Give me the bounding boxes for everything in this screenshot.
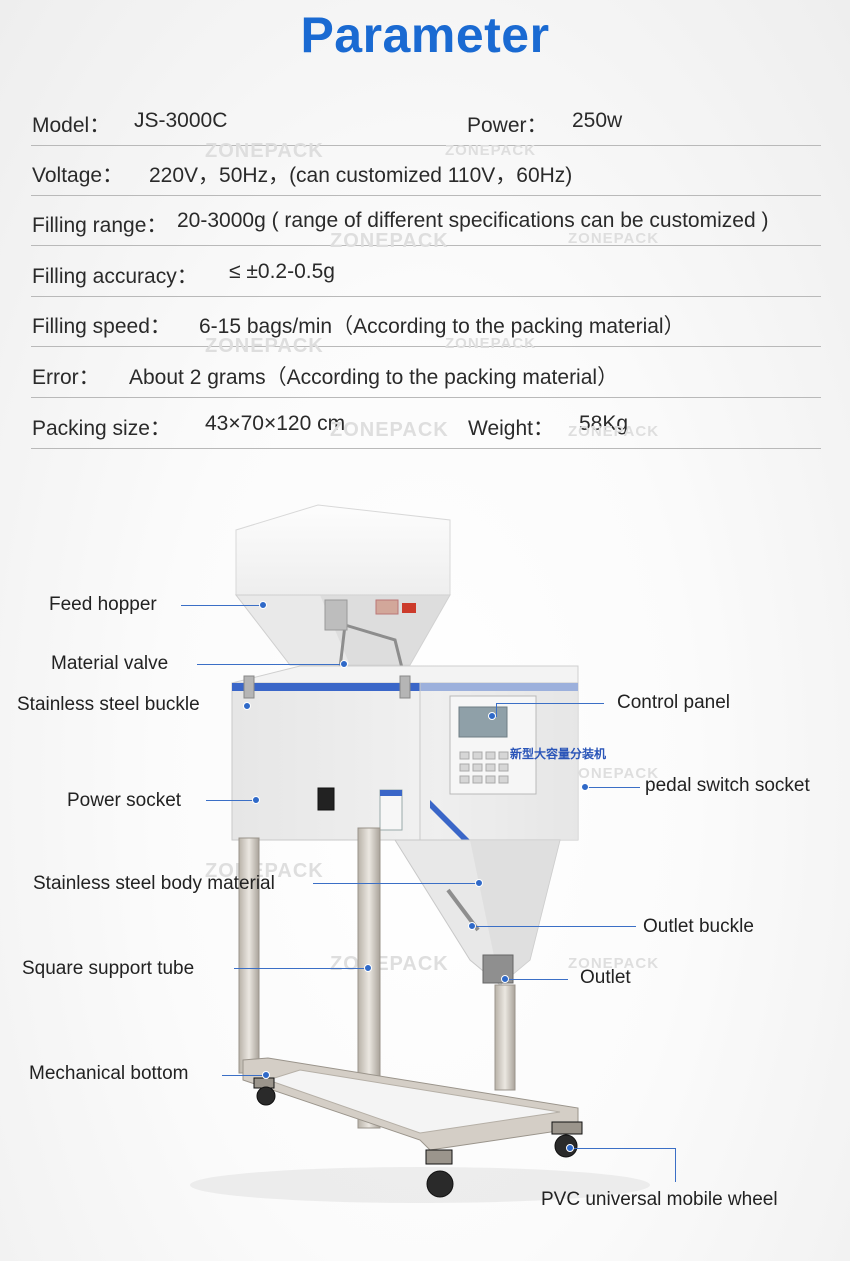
power-socket-shape — [317, 787, 335, 811]
error-label: Error： — [32, 366, 100, 389]
feed-hopper-upper — [235, 504, 451, 596]
callout-line-wheel — [573, 1148, 676, 1149]
callout-square-support-tube: Square support tube — [22, 958, 195, 979]
buckle-right — [399, 675, 411, 699]
callout-line-outlet-buckle — [476, 926, 636, 927]
param-row-error: Error： About 2 grams（According to the pa… — [31, 347, 821, 398]
callout-stainless-steel-buckle: Stainless steel buckle — [17, 694, 200, 715]
machine-panel-text: 新型大容量分装机 — [510, 746, 606, 761]
wheels — [253, 1077, 583, 1198]
param-row-voltage: Voltage： 220V，50Hz，(can customized 110V，… — [31, 145, 821, 196]
material-valve-block — [324, 599, 348, 631]
param-row-filling-speed: Filling speed： 6-15 bags/min（According t… — [31, 296, 821, 347]
base-frame-inner — [266, 1069, 561, 1134]
leg-back-right — [494, 984, 516, 1091]
callout-line-control-panel-vertical — [496, 703, 497, 717]
callout-dot-wheel — [566, 1144, 574, 1152]
outlet-funnel-shade — [470, 840, 560, 985]
callout-mechanical-bottom: Mechanical bottom — [29, 1063, 189, 1084]
callout-dot-pedal-switch — [581, 783, 589, 791]
voltage-label: Voltage： — [32, 164, 124, 187]
callout-feed-hopper: Feed hopper — [49, 594, 157, 615]
rating-plate-header — [380, 790, 402, 796]
model-label: Model： — [32, 114, 111, 137]
floor-shadow — [190, 1167, 650, 1203]
callout-outlet-buckle: Outlet buckle — [643, 916, 754, 937]
error-value: About 2 grams（According to the packing m… — [129, 366, 619, 389]
feed-hopper-shade — [320, 595, 450, 665]
callout-dot-material-valve — [340, 660, 348, 668]
callout-power-socket: Power socket — [67, 790, 182, 811]
callout-pvc-universal-mobile-wheel: PVC universal mobile wheel — [541, 1189, 778, 1210]
callout-line-wheel-vertical — [675, 1148, 676, 1182]
packing-size-value: 43×70×120 cm — [205, 412, 346, 435]
callout-stainless-steel-body-material: Stainless steel body material — [33, 873, 275, 894]
callout-line-support-tube — [234, 968, 366, 969]
filling-range-label: Filling range： — [32, 214, 168, 237]
hopper-warning-label — [375, 599, 399, 615]
callout-line-outlet — [508, 979, 568, 980]
callout-dot-body-material — [475, 879, 483, 887]
filling-accuracy-label: Filling accuracy： — [32, 265, 198, 288]
callout-control-panel: Control panel — [617, 692, 731, 713]
callout-line-body-material — [313, 883, 477, 884]
callout-dot-feed-hopper — [259, 601, 267, 609]
callout-line-material-valve — [197, 664, 341, 665]
control-panel-keys — [459, 751, 509, 784]
callout-pedal-switch-socket: pedal switch socket — [645, 775, 810, 796]
callout-dot-stainless-steel-buckle — [243, 702, 251, 710]
body-blue-stripe — [430, 800, 470, 840]
callout-line-power-socket — [206, 800, 254, 801]
control-panel-screen — [458, 706, 508, 738]
filling-range-value: 20-3000g ( range of different specificat… — [177, 209, 769, 232]
callout-dot-control-panel — [488, 712, 496, 720]
callout-outlet: Outlet — [580, 967, 631, 988]
callout-line-feed-hopper — [181, 605, 261, 606]
model-value: JS-3000C — [134, 109, 228, 132]
callout-line-control-panel — [496, 703, 604, 704]
power-value: 250w — [572, 109, 623, 132]
param-row-filling-range: Filling range： 20-3000g ( range of diffe… — [31, 195, 821, 246]
hopper-warning-sticker — [402, 603, 416, 613]
callout-dot-outlet — [501, 975, 509, 983]
filling-accuracy-value: ≤ ±0.2-0.5g — [229, 260, 335, 283]
page-title: Parameter — [300, 7, 550, 63]
filling-speed-label: Filling speed： — [32, 315, 171, 338]
callout-line-mechanical-bottom — [222, 1075, 264, 1076]
callout-dot-outlet-buckle — [468, 922, 476, 930]
buckle-left — [243, 675, 255, 699]
leg-front-middle — [357, 827, 381, 1129]
param-row-model-power: Model： JS-3000C Power： 250w — [31, 95, 821, 146]
callout-dot-support-tube — [364, 964, 372, 972]
param-row-packing-weight: Packing size： 43×70×120 cm Weight： 58Kg — [31, 398, 821, 449]
filling-speed-value: 6-15 bags/min（According to the packing m… — [199, 315, 685, 338]
power-label: Power： — [467, 114, 548, 137]
weight-label: Weight： — [468, 417, 554, 440]
callout-line-pedal-switch — [588, 787, 640, 788]
param-row-filling-accuracy: Filling accuracy： ≤ ±0.2-0.5g — [31, 246, 821, 297]
voltage-value: 220V，50Hz，(can customized 110V，60Hz) — [149, 164, 573, 187]
weight-value: 58Kg — [579, 412, 629, 435]
callout-dot-power-socket — [252, 796, 260, 804]
callout-dot-mechanical-bottom — [262, 1071, 270, 1079]
packing-size-label: Packing size： — [32, 417, 171, 440]
callout-material-valve: Material valve — [51, 653, 169, 674]
